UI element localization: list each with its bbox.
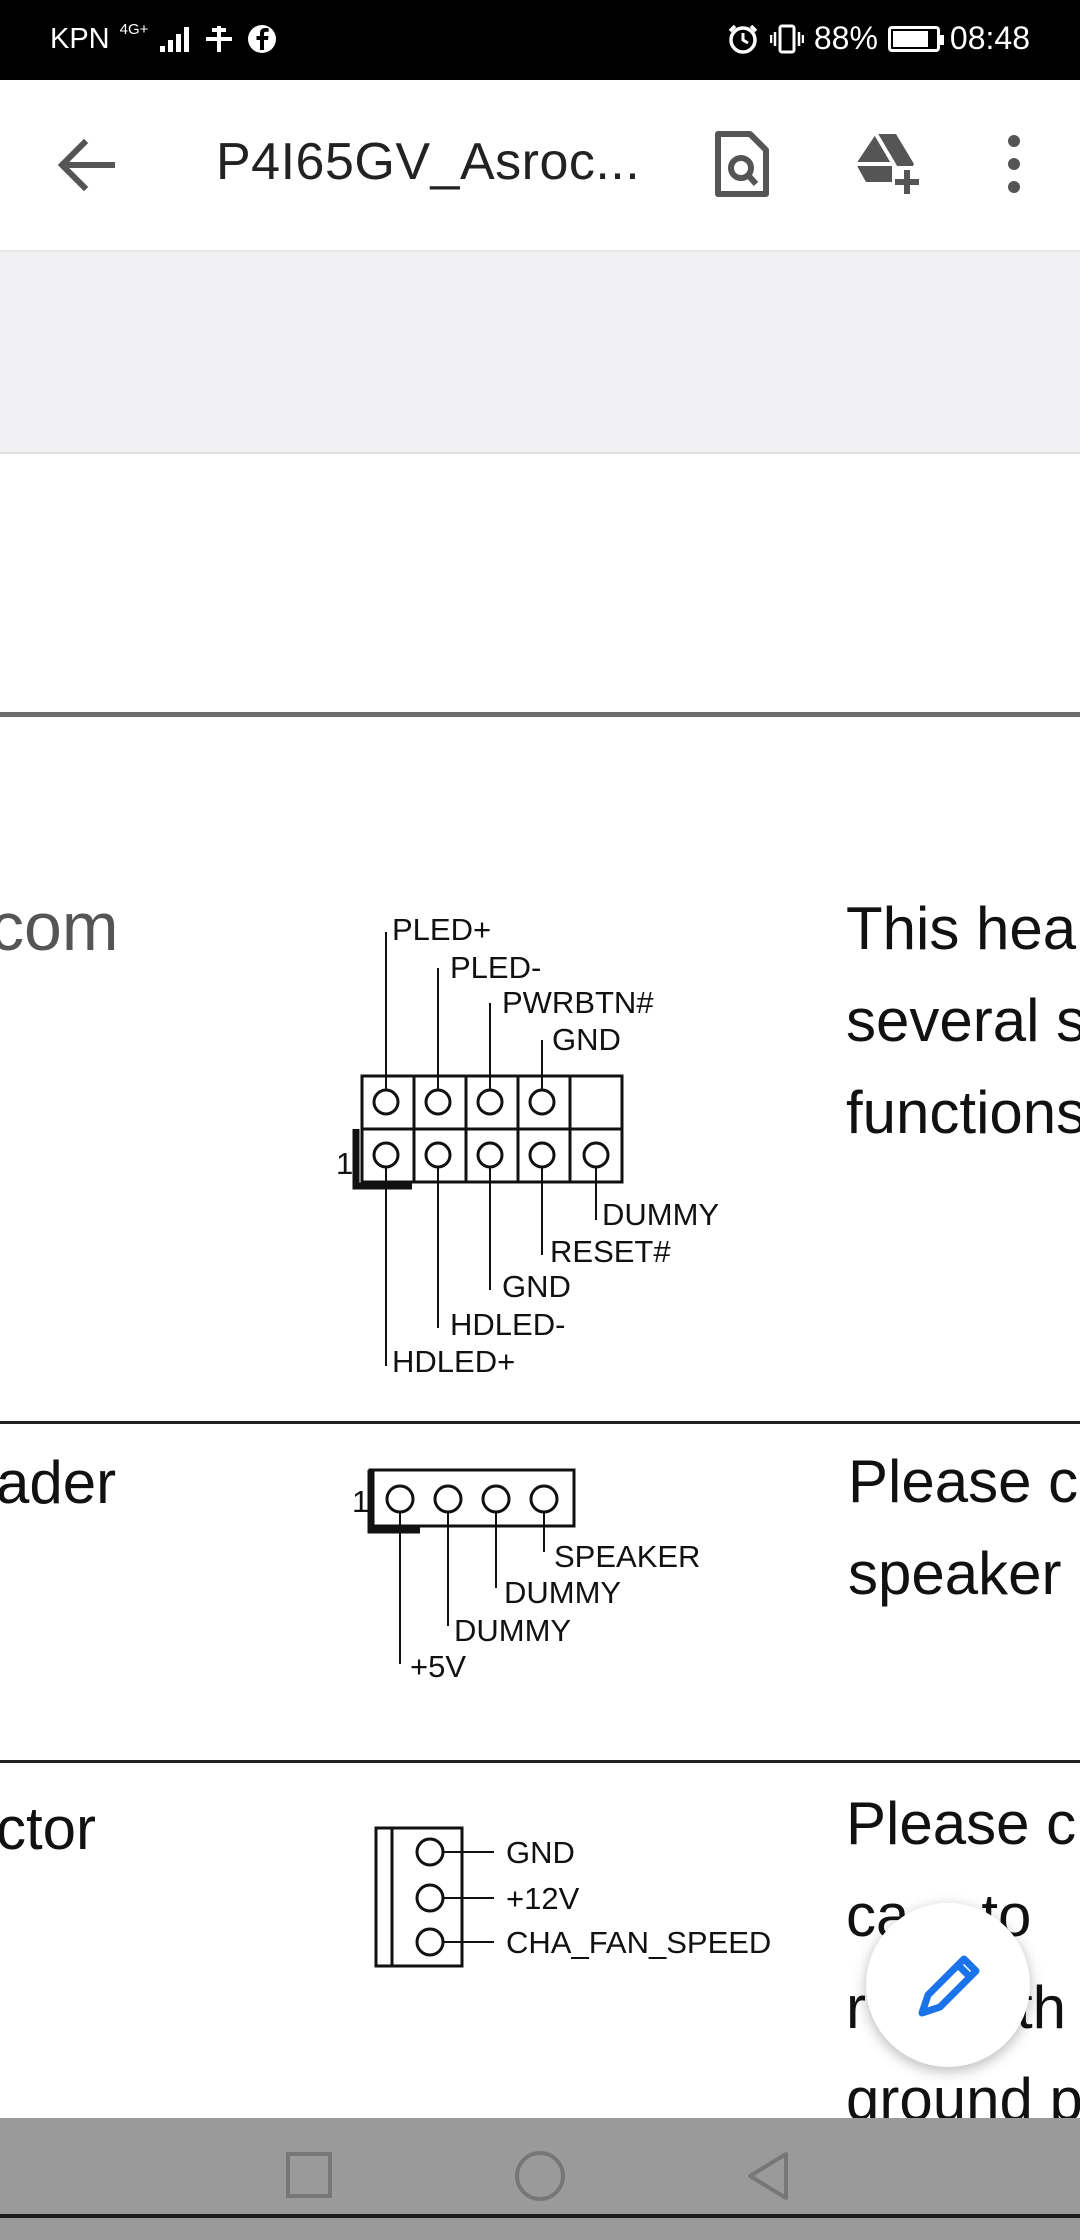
pin-label: GND bbox=[552, 1022, 621, 1057]
chassis-fan-connector-diagram: GND +12V CHA_FAN_SPEED bbox=[374, 1826, 771, 1968]
system-nav-bar bbox=[0, 2118, 1080, 2240]
status-bar: KPN 4G+ 88% 08:48 bbox=[0, 0, 1080, 80]
row3-desc-line: Please c bbox=[846, 1790, 1077, 1857]
battery-fill bbox=[892, 30, 929, 47]
pin-label: CHA_FAN_SPEED bbox=[506, 1925, 771, 1960]
pin-label: SPEAKER bbox=[554, 1539, 700, 1574]
pin-label: GND bbox=[506, 1835, 575, 1870]
row1-description: This hea several s functions bbox=[846, 883, 1080, 1159]
row1-desc-line: functions bbox=[846, 1079, 1080, 1146]
table-top-border bbox=[0, 712, 1080, 717]
pin-label: DUMMY bbox=[504, 1575, 621, 1610]
pin-label: HDLED- bbox=[450, 1307, 565, 1342]
row2-desc-line: speaker bbox=[848, 1540, 1062, 1607]
document-title: P4I65GV_Asroc... bbox=[216, 133, 641, 191]
pin-label: GND bbox=[502, 1269, 571, 1304]
more-vert-icon[interactable] bbox=[978, 128, 1050, 200]
pin1-label: 1 bbox=[352, 1484, 369, 1519]
speaker-header-diagram: SPEAKER DUMMY DUMMY +5V 1 bbox=[352, 1468, 700, 1684]
nav-bottom-line bbox=[0, 2214, 1080, 2218]
drive-add-icon[interactable] bbox=[852, 128, 924, 200]
row2-desc-line: Please c bbox=[848, 1448, 1079, 1515]
pin-label: DUMMY bbox=[454, 1613, 571, 1648]
edit-button[interactable] bbox=[866, 1903, 1030, 2067]
row-divider bbox=[0, 1421, 1080, 1424]
battery-percent: 88% bbox=[813, 20, 878, 56]
page-gap bbox=[0, 252, 1080, 454]
app-bar: P4I65GV_Asroc... bbox=[0, 80, 1080, 252]
front-panel-header-diagram: PLED+ PLED- PWRBTN# GND DUMMY RESET# GND… bbox=[336, 912, 719, 1379]
pin-label: PWRBTN# bbox=[502, 985, 654, 1020]
row1-desc-line: This hea bbox=[846, 895, 1077, 962]
pin-label: +12V bbox=[506, 1881, 580, 1916]
square-icon[interactable] bbox=[284, 2150, 336, 2202]
pin-label: PLED- bbox=[450, 950, 541, 985]
arrow-left-icon[interactable] bbox=[52, 130, 122, 200]
facebook-icon bbox=[248, 25, 277, 53]
pin-label: +5V bbox=[410, 1649, 466, 1684]
pin-label: HDLED+ bbox=[392, 1344, 515, 1379]
row2-description: Please c speaker bbox=[848, 1436, 1078, 1620]
network-type: 4G+ bbox=[119, 20, 149, 38]
row1-desc-line: several s bbox=[846, 987, 1080, 1054]
pin-label: RESET# bbox=[550, 1234, 671, 1269]
carrier-label: KPN bbox=[50, 22, 110, 55]
pin-label: DUMMY bbox=[602, 1197, 719, 1232]
pencil-icon bbox=[918, 1955, 980, 2017]
status-left: KPN 4G+ bbox=[50, 20, 278, 56]
row3-desc-fragment: r bbox=[846, 1974, 866, 2041]
row2-left-text: ader bbox=[0, 1449, 117, 1516]
triangle-back-icon[interactable] bbox=[742, 2148, 798, 2204]
flight-icon bbox=[206, 26, 233, 52]
circle-icon[interactable] bbox=[512, 2148, 568, 2204]
status-right: 88% 08:48 bbox=[726, 20, 1030, 57]
signal-icon bbox=[160, 27, 190, 52]
alarm-icon bbox=[728, 24, 758, 54]
row1-left-text: com bbox=[0, 889, 119, 965]
row-divider bbox=[0, 1760, 1080, 1763]
vibrate-icon bbox=[769, 24, 804, 53]
pin1-label: 1 bbox=[336, 1146, 353, 1181]
row3-left-text: ctor bbox=[0, 1795, 97, 1862]
pin-label: PLED+ bbox=[392, 912, 491, 947]
battery-icon bbox=[887, 25, 944, 52]
document-search-icon[interactable] bbox=[706, 128, 778, 200]
clock: 08:48 bbox=[949, 20, 1030, 56]
